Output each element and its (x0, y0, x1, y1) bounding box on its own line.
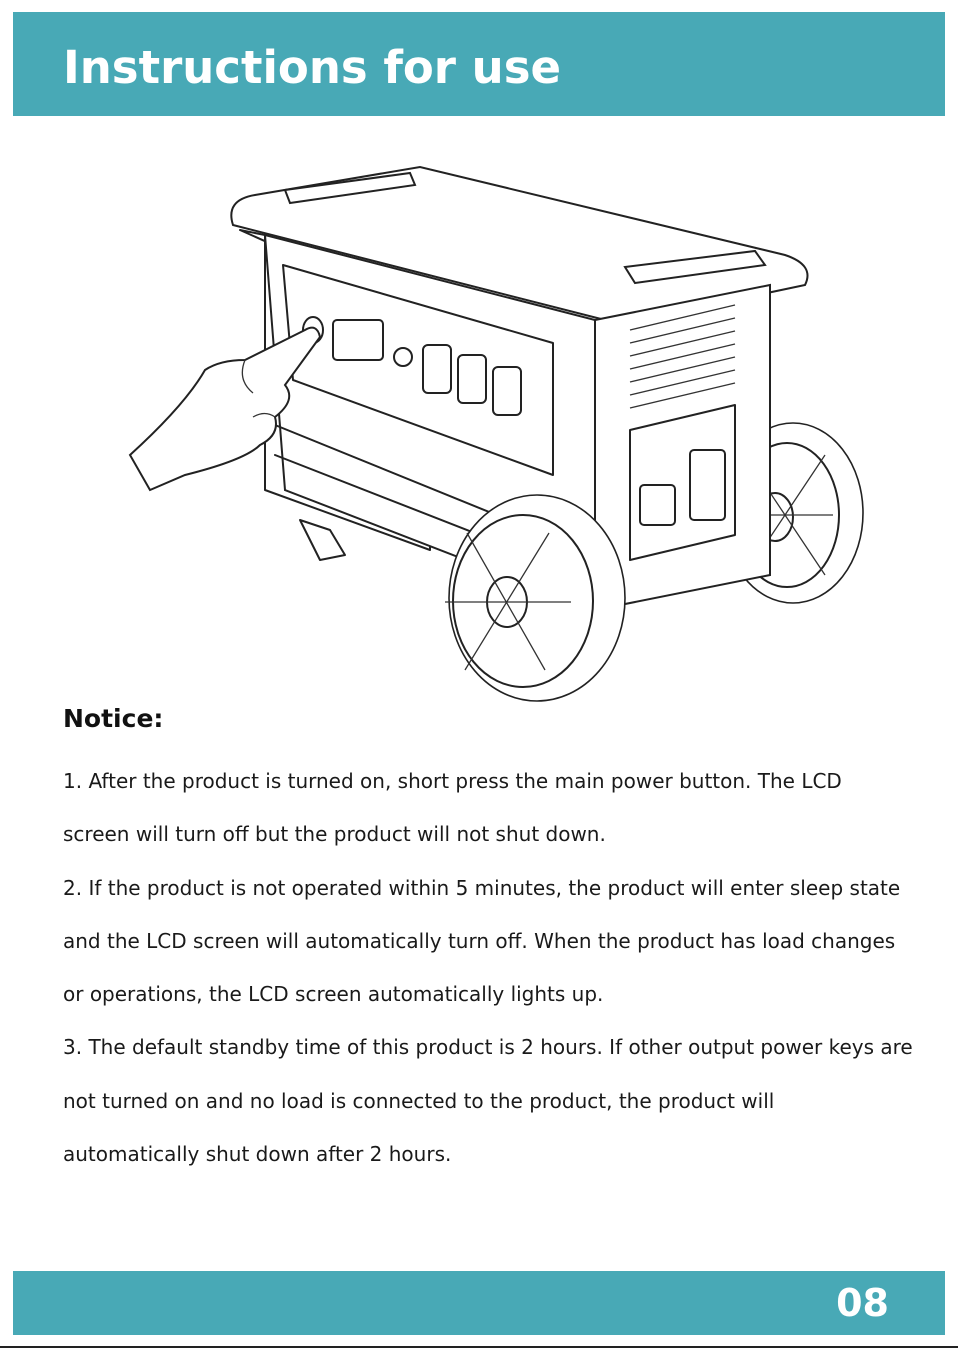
notice-item: 2. If the product is not operated within… (63, 875, 901, 1007)
notice-list: 1. After the product is turned on, short… (63, 755, 913, 1181)
notice-item: 3. The default standby time of this prod… (63, 1035, 913, 1167)
ac-outlet-icon (422, 344, 452, 394)
page-title: Instructions for use (63, 41, 562, 94)
notice-item: 1. After the product is turned on, short… (63, 769, 842, 847)
side-vent-icon (629, 304, 736, 409)
pointing-hand-icon (128, 326, 322, 492)
product-illustration (125, 155, 870, 705)
footer-bar: 08 (13, 1271, 945, 1335)
lcd-screen-icon (332, 319, 384, 361)
header-bar: Instructions for use (13, 12, 945, 116)
page-number: 08 (836, 1281, 889, 1325)
divider (0, 1346, 958, 1348)
power-station-generator-illustration (128, 165, 864, 702)
front-wheel-icon (445, 494, 626, 702)
notice-heading: Notice: (63, 704, 164, 733)
